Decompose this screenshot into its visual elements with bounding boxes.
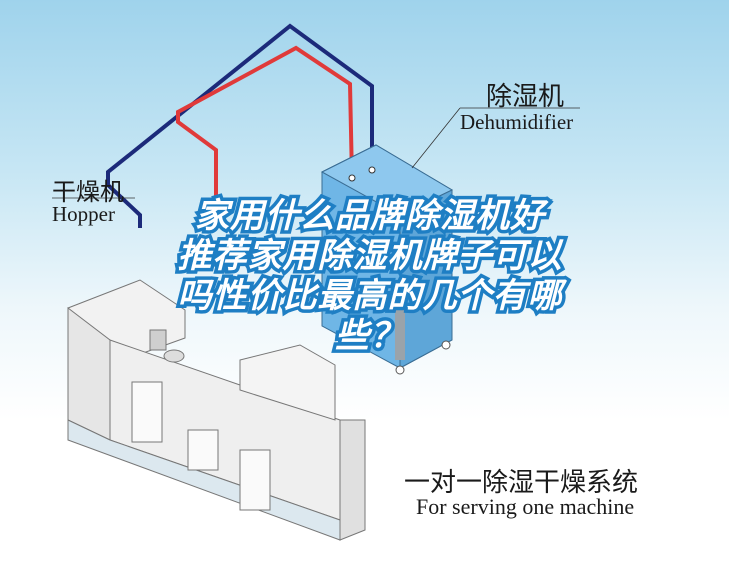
molding-machine	[67, 279, 366, 541]
hopper-label-cn: 干燥机	[52, 178, 124, 206]
dehumidifier-leader	[411, 107, 461, 169]
title-line: 推荐家用除湿机牌子可以	[174, 233, 565, 280]
title-line: 些？	[332, 313, 408, 360]
title-line: 家用什么品牌除湿机好	[192, 193, 548, 240]
system-caption-cn: 一对一除湿干燥系统	[404, 468, 639, 498]
article-title-overlay: 家用什么品牌除湿机好 推荐家用除湿机牌子可以 吗性价比最高的几个有哪 些？	[110, 193, 630, 360]
dehumidifier-unit	[320, 144, 454, 375]
dehumidifier-label-cn: 除湿机	[486, 82, 565, 112]
dehumidifier-label-en: Dehumidifier	[460, 110, 574, 134]
supply-pipe	[176, 45, 354, 228]
hopper-label-en: Hopper	[52, 202, 115, 226]
return-pipe	[106, 23, 374, 228]
title-line: 吗性价比最高的几个有哪	[174, 273, 565, 320]
system-caption-en: For serving one machine	[416, 494, 635, 519]
